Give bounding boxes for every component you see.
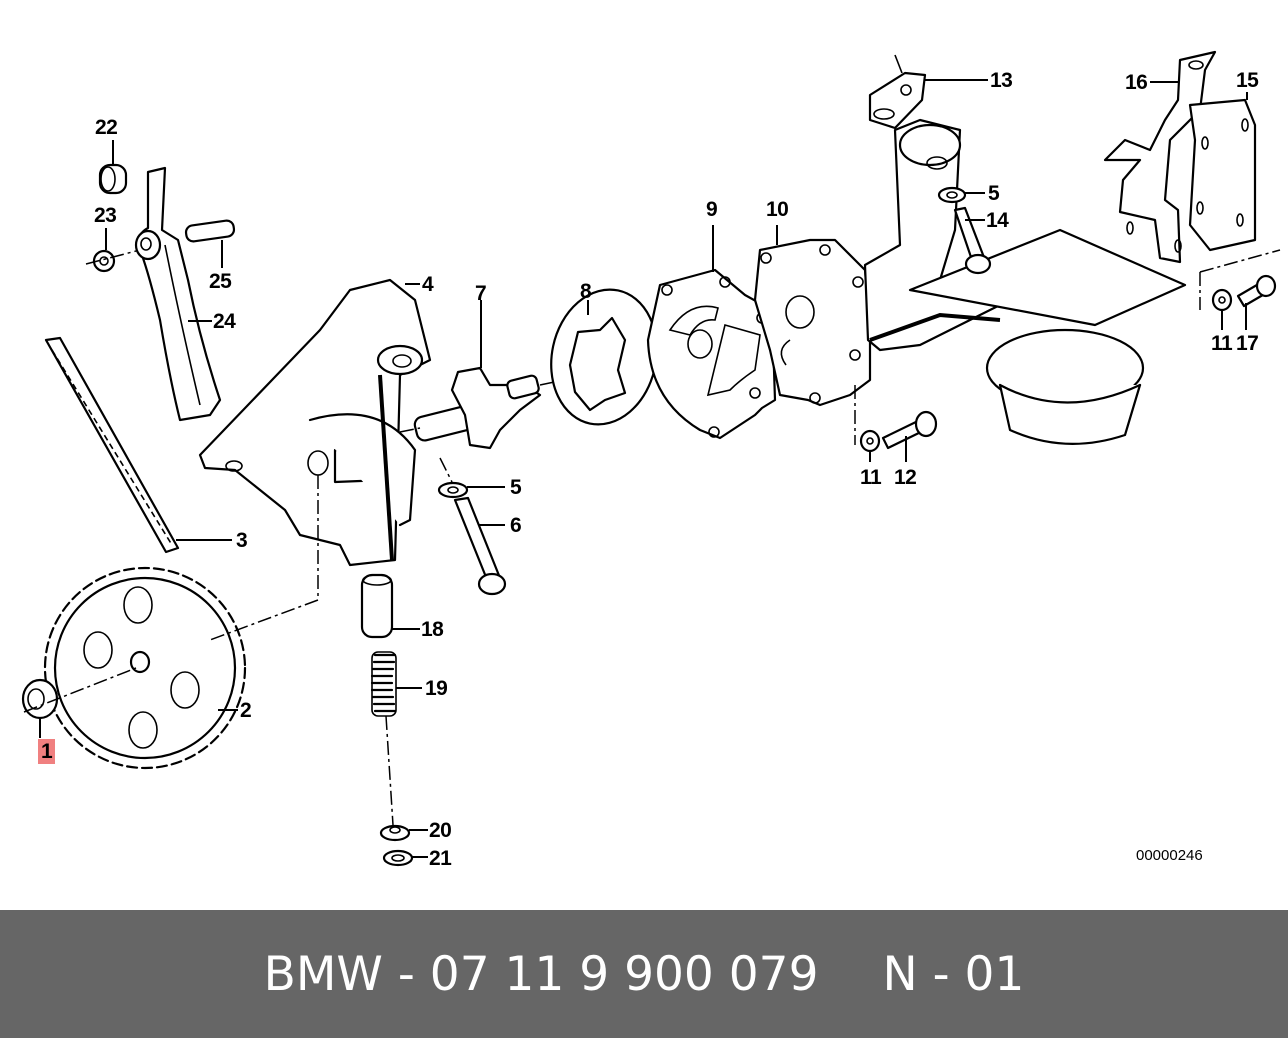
callout-11-left[interactable]: 11 <box>860 466 882 489</box>
callout-7[interactable]: 7 <box>475 282 487 305</box>
part-12-bolt <box>881 410 938 462</box>
callout-16[interactable]: 16 <box>1125 71 1148 94</box>
callout-13[interactable]: 13 <box>990 69 1013 92</box>
diagram-drawing <box>21 50 1281 867</box>
callout-24[interactable]: 24 <box>213 310 236 333</box>
part-15-plate <box>1188 92 1257 252</box>
callout-14[interactable]: 14 <box>986 209 1009 232</box>
part-22-bushing <box>98 140 128 195</box>
part-9-pump-cover-gasket <box>646 225 777 440</box>
footer-position-number: 01 <box>964 946 1025 1002</box>
part-5-washer-upper <box>937 186 985 204</box>
callout-5-upper[interactable]: 5 <box>988 182 1000 205</box>
callout-19[interactable]: 19 <box>425 677 448 700</box>
part-2-sprocket <box>43 566 247 770</box>
part-5-washer-lower <box>437 457 505 499</box>
footer-brand: BMW <box>263 946 383 1002</box>
callout-18[interactable]: 18 <box>421 618 444 641</box>
callout-15[interactable]: 15 <box>1236 69 1259 92</box>
part-11-washer-left <box>854 385 881 462</box>
part-6-bolt <box>453 496 507 596</box>
footer-position-separator: - <box>932 946 950 1002</box>
drawing-number: 00000246 <box>1136 847 1203 864</box>
part-17-screw <box>1236 274 1277 330</box>
part-18-relief-piston <box>360 573 420 639</box>
footer-part-number: 07 11 9 900 079 <box>429 946 819 1002</box>
callout-9[interactable]: 9 <box>706 198 718 221</box>
part-3-chain <box>44 336 232 554</box>
part-20-washer <box>379 824 428 842</box>
part-10-pump-cover <box>753 225 872 407</box>
part-1-nut <box>21 667 137 738</box>
part-7-inner-rotor <box>399 300 621 450</box>
callout-6[interactable]: 6 <box>510 514 522 537</box>
callout-23[interactable]: 23 <box>94 204 117 227</box>
callout-3[interactable]: 3 <box>236 529 248 552</box>
callout-2[interactable]: 2 <box>240 699 252 722</box>
part-25-pin <box>184 219 236 268</box>
callout-10[interactable]: 10 <box>766 198 789 221</box>
part-number-footer: BMW - 07 11 9 900 079 N - 01 <box>0 910 1288 1038</box>
part-suction-pipe-strainer <box>863 118 1187 445</box>
callout-5-lower[interactable]: 5 <box>510 476 522 499</box>
callout-17[interactable]: 17 <box>1236 332 1259 355</box>
footer-separator: - <box>397 946 415 1002</box>
part-24-tensioner-rail <box>134 166 222 422</box>
part-23-circlip <box>85 228 141 273</box>
part-11-washer-right <box>1199 249 1281 330</box>
callout-1-highlighted[interactable]: 1 <box>38 739 56 764</box>
part-21-plug <box>382 849 428 867</box>
callout-8[interactable]: 8 <box>580 280 592 303</box>
parts-diagram: 1 2 3 4 5 5 6 7 8 9 10 11 11 12 13 14 15… <box>21 50 1281 870</box>
callout-25[interactable]: 25 <box>209 270 232 293</box>
callout-20[interactable]: 20 <box>429 819 452 842</box>
footer-position-code: N <box>882 946 918 1002</box>
callout-4[interactable]: 4 <box>422 273 434 296</box>
callout-11-right[interactable]: 11 <box>1211 332 1233 355</box>
part-19-spring <box>370 651 422 826</box>
part-14-bolt <box>953 206 992 275</box>
part-4-pump-housing <box>198 278 432 641</box>
part-13-gasket <box>868 54 988 130</box>
callout-12[interactable]: 12 <box>894 466 917 489</box>
callout-22[interactable]: 22 <box>95 116 118 139</box>
callout-21[interactable]: 21 <box>429 847 452 870</box>
